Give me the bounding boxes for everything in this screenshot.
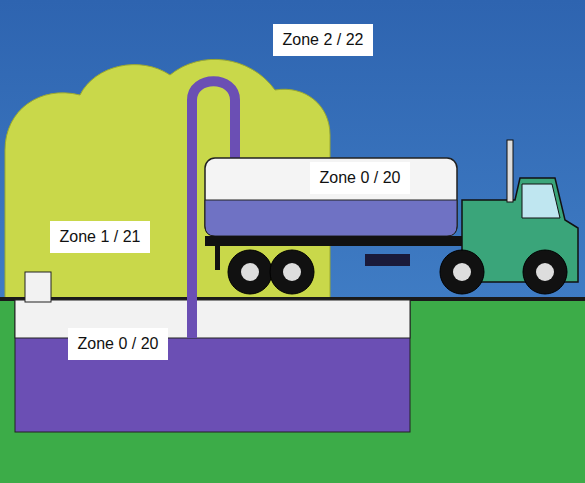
wheels [228, 250, 567, 294]
sky [0, 0, 585, 300]
tanker-liquid [205, 200, 457, 236]
zone-label: Zone 0 / 20 [68, 328, 169, 360]
zone-label: Zone 1 / 21 [50, 221, 151, 253]
exhaust-stack [507, 140, 513, 202]
tanker-trailer [205, 158, 457, 236]
hubcaps [241, 263, 554, 281]
trailer-frame [205, 236, 465, 246]
zone-label: Zone 2 / 22 [273, 24, 374, 56]
vent-riser [25, 272, 51, 302]
zone-label: Zone 0 / 20 [310, 162, 411, 194]
trailer-pipe [215, 246, 220, 270]
ground [0, 300, 585, 483]
cab-window [522, 184, 560, 218]
trailer-valves [365, 254, 410, 266]
underground-tank [15, 300, 410, 432]
